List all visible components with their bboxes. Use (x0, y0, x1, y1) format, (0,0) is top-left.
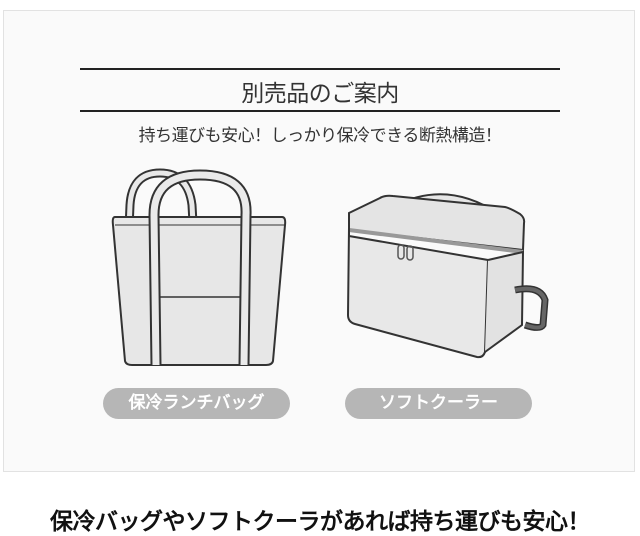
product-label-lunch-bag: 保冷ランチバッグ (103, 388, 290, 419)
panel-title: 別売品のご案内 (241, 81, 399, 107)
title-top-rule (80, 68, 560, 70)
tote-bag-icon (122, 168, 201, 278)
soft-cooler-icon (346, 193, 549, 359)
panel-subtitle: 持ち運びも安心！しっかり保冷できる断熱構造！ (138, 126, 502, 146)
title-bottom-rule (80, 110, 560, 112)
tote-bag-icon (111, 169, 287, 366)
product-label-soft-cooler: ソフトクーラー (345, 388, 532, 419)
caption: 保冷バッグやソフトクーラがあれば持ち運びも安心！ (50, 509, 591, 535)
